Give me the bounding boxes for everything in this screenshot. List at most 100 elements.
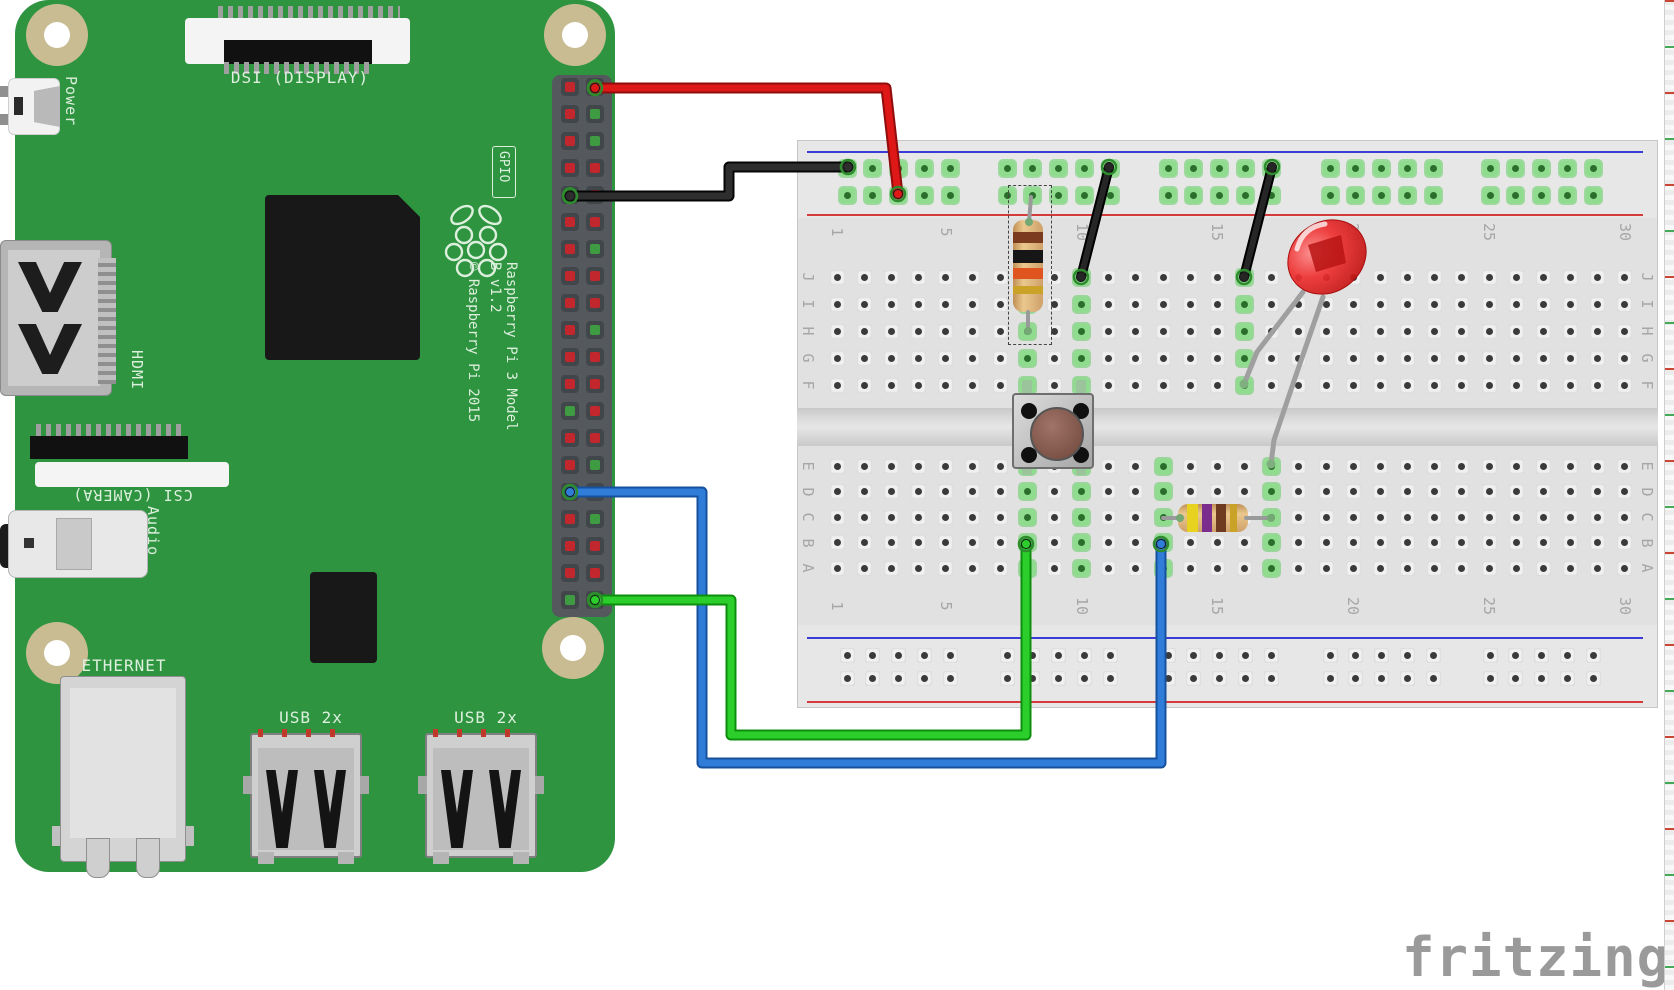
hole-B2[interactable] [856,535,872,550]
hole-J21[interactable] [1372,269,1388,285]
rail-top-hole[interactable] [1102,187,1118,203]
hole-J6[interactable] [965,269,981,285]
hole-F1[interactable] [829,377,845,393]
gpio-pin-right-20[interactable] [586,591,604,609]
rail-bottom-hole[interactable] [1399,647,1415,663]
hole-F11[interactable] [1101,377,1117,393]
rail-top-hole[interactable] [1186,187,1202,203]
hole-G22[interactable] [1400,350,1416,366]
rail-top-hole[interactable] [1212,187,1227,203]
hole-A24[interactable] [1454,560,1470,576]
hole-H25[interactable] [1481,323,1497,339]
rail-bottom-hole[interactable] [1025,670,1041,686]
hole-H14[interactable] [1182,323,1198,339]
hole-J20[interactable] [1345,269,1361,285]
hole-A16[interactable] [1237,560,1253,576]
hole-F9[interactable] [1046,377,1062,393]
rail-top-hole[interactable] [1559,160,1575,176]
hole-E29[interactable] [1590,458,1606,474]
hole-F4[interactable] [911,377,926,393]
hole-A25[interactable] [1481,560,1497,576]
hole-A20[interactable] [1345,560,1361,576]
hole-C21[interactable] [1372,509,1388,525]
hole-B5[interactable] [938,535,954,550]
hole-C1[interactable] [829,509,845,525]
rail-top-hole[interactable] [1348,160,1364,176]
gpio-pin-left-11[interactable] [561,348,579,366]
hole-D28[interactable] [1563,484,1579,499]
hole-F13[interactable] [1155,377,1171,393]
hole-G16[interactable] [1237,350,1253,366]
gpio-pin-left-19[interactable] [561,564,579,582]
gpio-header[interactable] [552,75,612,617]
hole-G2[interactable] [856,350,872,366]
hole-H23[interactable] [1427,323,1443,339]
hole-C29[interactable] [1590,509,1606,525]
rail-top-hole[interactable] [1076,187,1092,203]
hole-I2[interactable] [856,296,872,312]
hole-B4[interactable] [911,535,926,550]
hole-A22[interactable] [1400,560,1416,576]
hole-F28[interactable] [1563,377,1579,393]
rail-top-hole[interactable] [1559,187,1575,203]
hole-H4[interactable] [911,323,926,339]
hole-B29[interactable] [1590,535,1606,550]
rail-bottom-hole[interactable] [1534,670,1549,686]
hole-H9[interactable] [1046,323,1062,339]
rail-top-hole[interactable] [1263,160,1279,176]
rail-bottom-hole[interactable] [1374,647,1389,663]
hole-A17[interactable] [1264,560,1280,576]
csi-connector[interactable] [35,462,229,487]
rail-bottom-hole[interactable] [1212,670,1227,686]
hole-E20[interactable] [1345,458,1361,474]
hole-H6[interactable] [965,323,981,339]
hole-H13[interactable] [1155,323,1171,339]
hole-I23[interactable] [1427,296,1443,312]
rail-bottom-hole[interactable] [1212,647,1227,663]
rail-top-hole[interactable] [865,160,881,176]
hole-D17[interactable] [1264,484,1280,499]
gpio-pin-left-9[interactable] [561,294,579,312]
hole-A18[interactable] [1291,560,1307,576]
hole-F6[interactable] [965,377,981,393]
hole-B24[interactable] [1454,535,1470,550]
gpio-pin-right-12[interactable] [586,375,604,393]
hole-D7[interactable] [992,484,1008,499]
hole-C28[interactable] [1563,509,1579,525]
rail-top-hole[interactable] [1399,160,1415,176]
hole-A6[interactable] [965,560,981,576]
hole-F7[interactable] [992,377,1008,393]
hole-F2[interactable] [856,377,872,393]
hole-B16[interactable] [1237,535,1253,550]
gpio-pin-left-15[interactable] [561,456,579,474]
rail-top-hole[interactable] [1237,160,1253,176]
rail-bottom-hole[interactable] [1076,647,1092,663]
hole-D19[interactable] [1318,484,1334,499]
hole-I6[interactable] [965,296,981,312]
hole-H2[interactable] [856,323,872,339]
hole-E7[interactable] [992,458,1008,474]
hole-G17[interactable] [1264,350,1280,366]
rail-top-hole[interactable] [1508,160,1524,176]
hole-G19[interactable] [1318,350,1334,366]
hole-H7[interactable] [992,323,1008,339]
hole-G29[interactable] [1590,350,1606,366]
hole-I20[interactable] [1345,296,1361,312]
rail-bottom-hole[interactable] [1160,647,1176,663]
gpio-pin-left-18[interactable] [561,537,579,555]
hole-A30[interactable] [1617,560,1633,576]
hole-E26[interactable] [1508,458,1524,474]
hole-A27[interactable] [1535,560,1551,576]
hole-F16[interactable] [1237,377,1253,393]
hole-A8[interactable] [1019,560,1035,576]
gpio-pin-right-8[interactable] [586,267,604,285]
rail-top-hole[interactable] [1399,187,1415,203]
gpio-pin-right-3[interactable] [586,132,604,150]
hole-A21[interactable] [1372,560,1388,576]
hole-E16[interactable] [1237,458,1253,474]
hole-D13[interactable] [1155,484,1171,499]
hole-G3[interactable] [883,350,899,366]
hole-H28[interactable] [1563,323,1579,339]
hole-F22[interactable] [1400,377,1416,393]
rail-bottom-hole[interactable] [1534,647,1549,663]
